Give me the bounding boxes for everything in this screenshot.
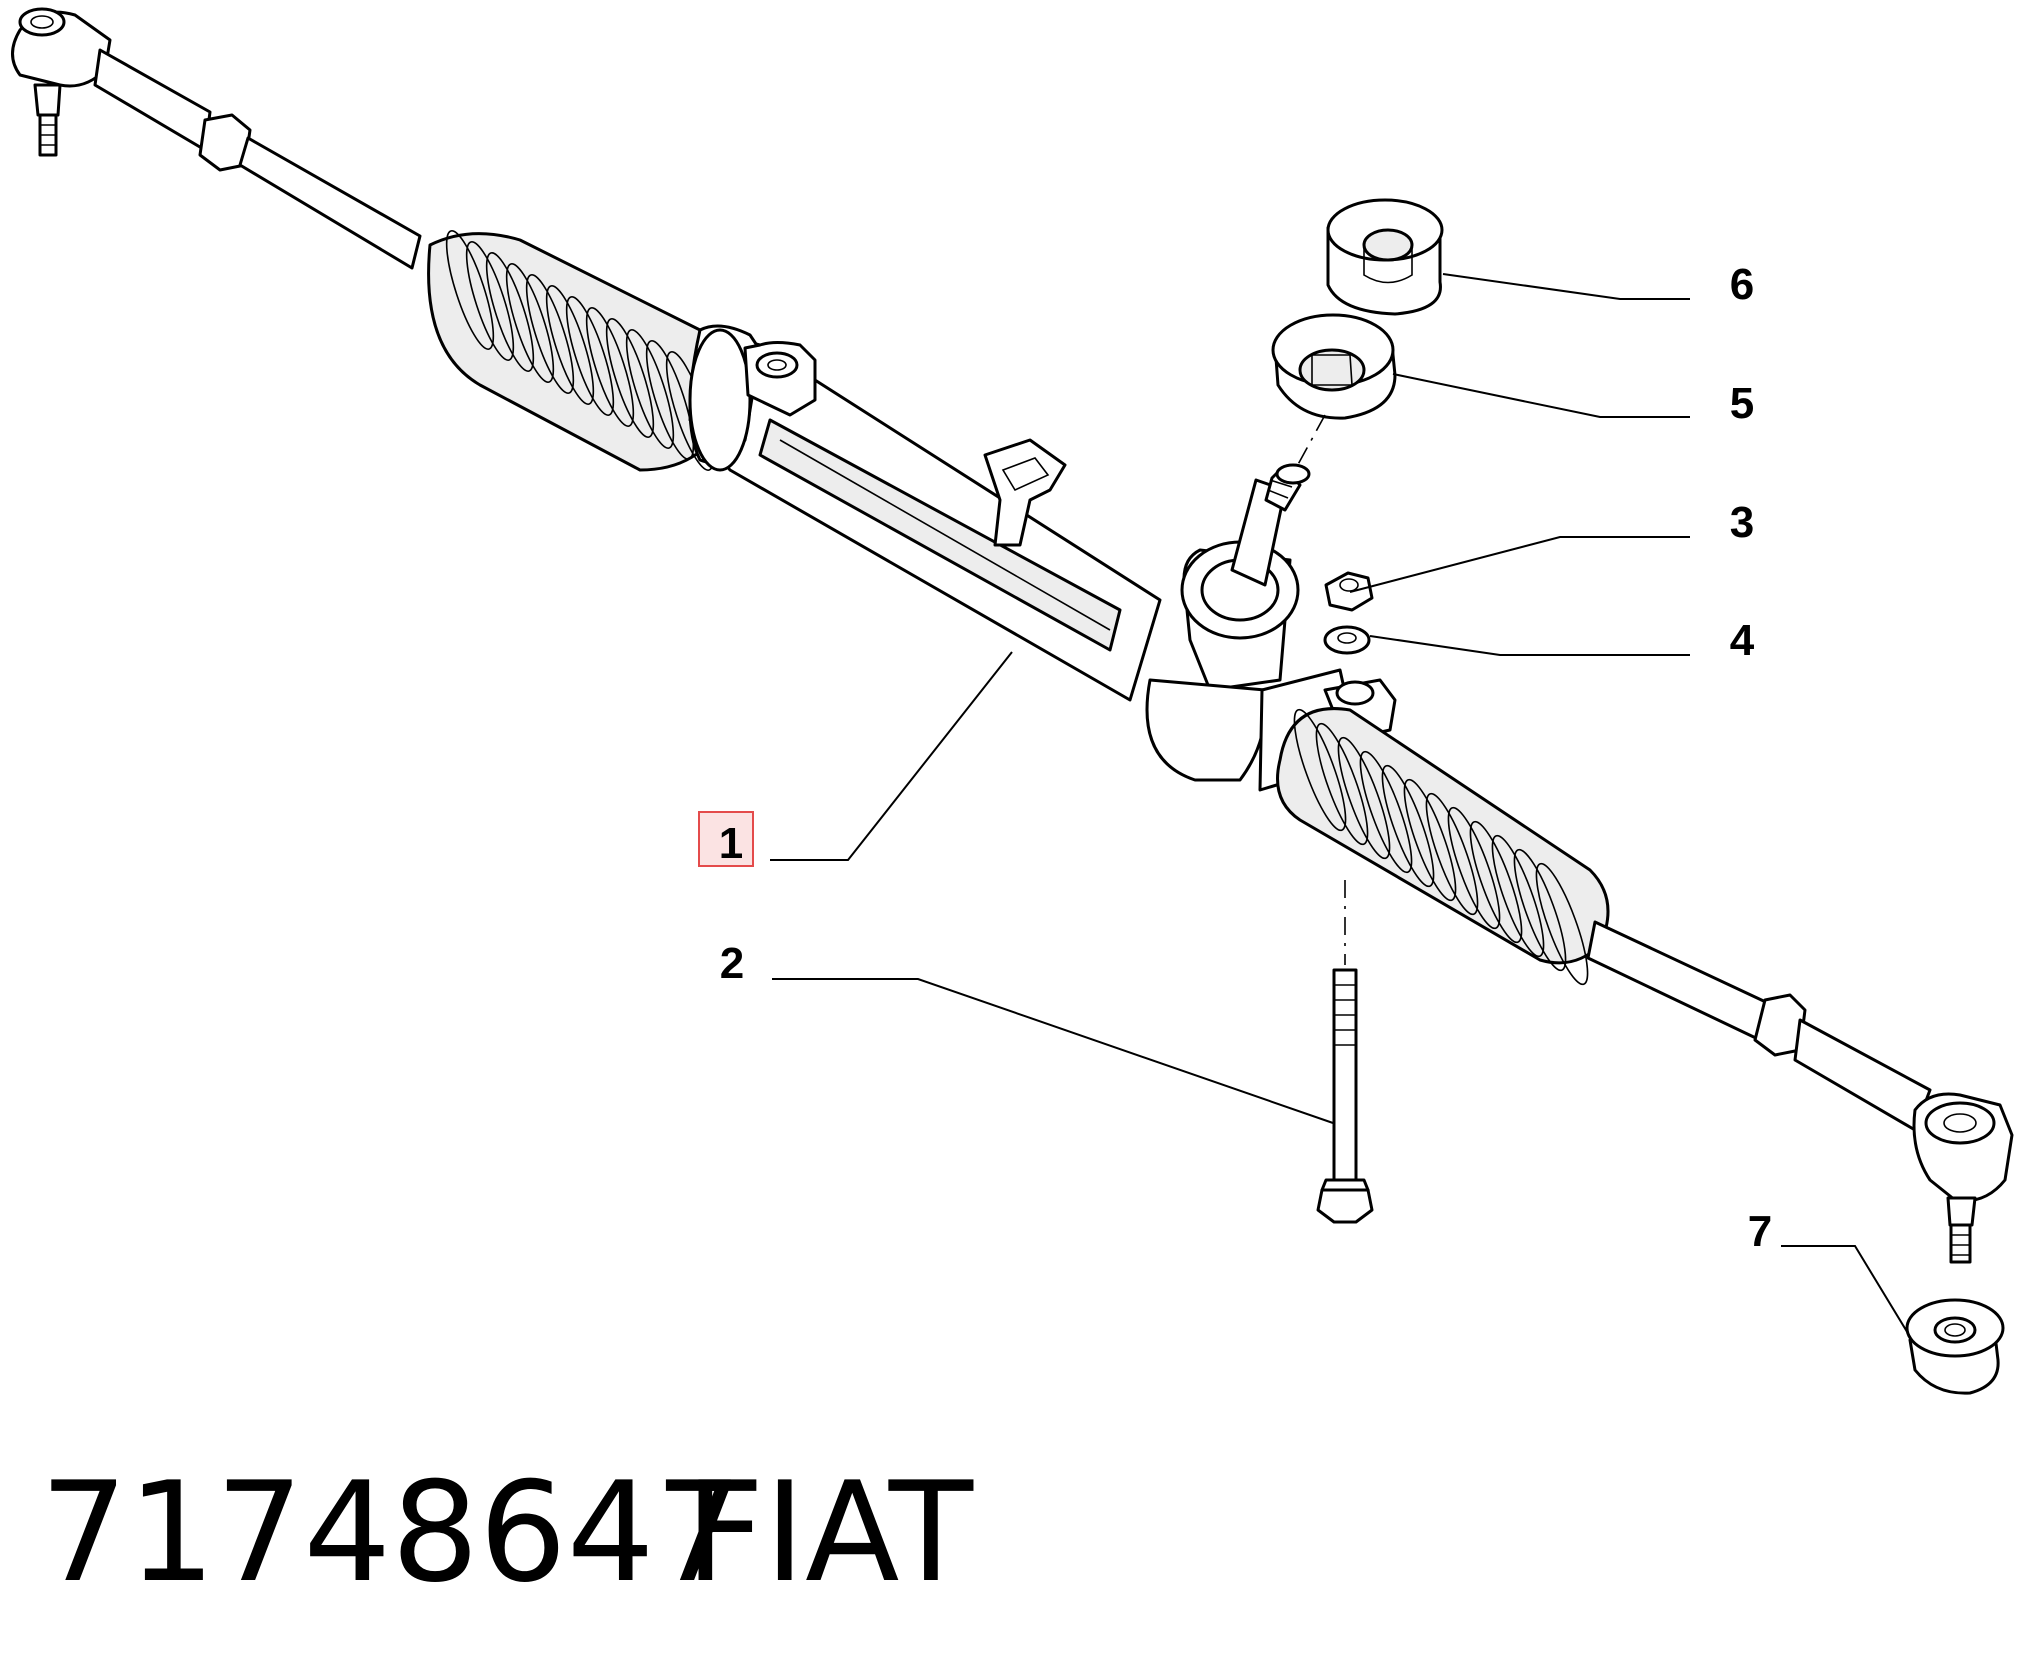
part-7-flange-nut [1905, 1298, 2005, 1395]
leader-3 [1349, 536, 1690, 593]
part-3-nut [1324, 571, 1374, 612]
callout-1-label: 1 [719, 819, 743, 868]
left-bellows-boot [427, 230, 731, 472]
bellows-rib [445, 230, 495, 350]
part-number: 71748647 [40, 1452, 742, 1613]
right-tie-rod-end [1912, 1092, 2014, 1264]
callout-6-label[interactable]: 6 [1730, 260, 1754, 309]
rack-housing [688, 324, 1162, 702]
brand-name: FIAT [685, 1452, 974, 1613]
bellows-rib [1469, 820, 1523, 944]
right-tie-rod [1586, 920, 1932, 1132]
callout-2-label[interactable]: 2 [720, 939, 744, 988]
bellows-rib [1337, 736, 1391, 860]
bellows-rib [525, 274, 575, 394]
part-6-mount-bush-cap [1326, 198, 1444, 316]
left-tie-rod [93, 48, 422, 270]
leader-lines [770, 273, 1913, 1341]
bellows-rib [505, 263, 555, 383]
bellows-rib [1403, 778, 1457, 902]
bellows-rib [1491, 834, 1545, 958]
part-2-bolt [1316, 968, 1374, 1224]
bellows-rib [1359, 750, 1413, 874]
bellows-rib [605, 318, 655, 438]
bellows-rib [1381, 764, 1435, 888]
callout-5-label[interactable]: 5 [1730, 379, 1754, 428]
part-4-washer [1323, 625, 1371, 655]
part-5-bush [1271, 313, 1397, 420]
bellows-rib [625, 329, 675, 449]
leader-5 [1392, 373, 1690, 418]
leader-7 [1781, 1245, 1913, 1341]
callout-3-label[interactable]: 3 [1730, 498, 1754, 547]
pinion-axis-line [1294, 414, 1326, 471]
bellows-rib [565, 296, 615, 416]
left-tie-rod-end [11, 7, 112, 157]
bellows-rib [1535, 862, 1589, 986]
leader-2 [772, 978, 1334, 1124]
bellows-rib [545, 285, 595, 405]
leader-4 [1369, 635, 1690, 656]
right-bellows-boot [1276, 707, 1610, 986]
leader-1 [770, 651, 1013, 861]
leader-6 [1442, 273, 1690, 300]
bellows-rib [1293, 708, 1347, 832]
callout-4-label[interactable]: 4 [1730, 616, 1755, 665]
bellows-rib [585, 307, 635, 427]
bellows-rib [1425, 792, 1479, 916]
bellows-rib [485, 252, 535, 372]
callout-7-label[interactable]: 7 [1748, 1207, 1772, 1256]
bellows-rib [1447, 806, 1501, 930]
bellows-rib [1513, 848, 1567, 972]
callout-1[interactable]: 1 [698, 811, 754, 868]
bellows-rib [645, 340, 695, 460]
bellows-rib [465, 241, 515, 361]
bellows-rib [1315, 722, 1369, 846]
callout-1-highlight [698, 811, 754, 867]
